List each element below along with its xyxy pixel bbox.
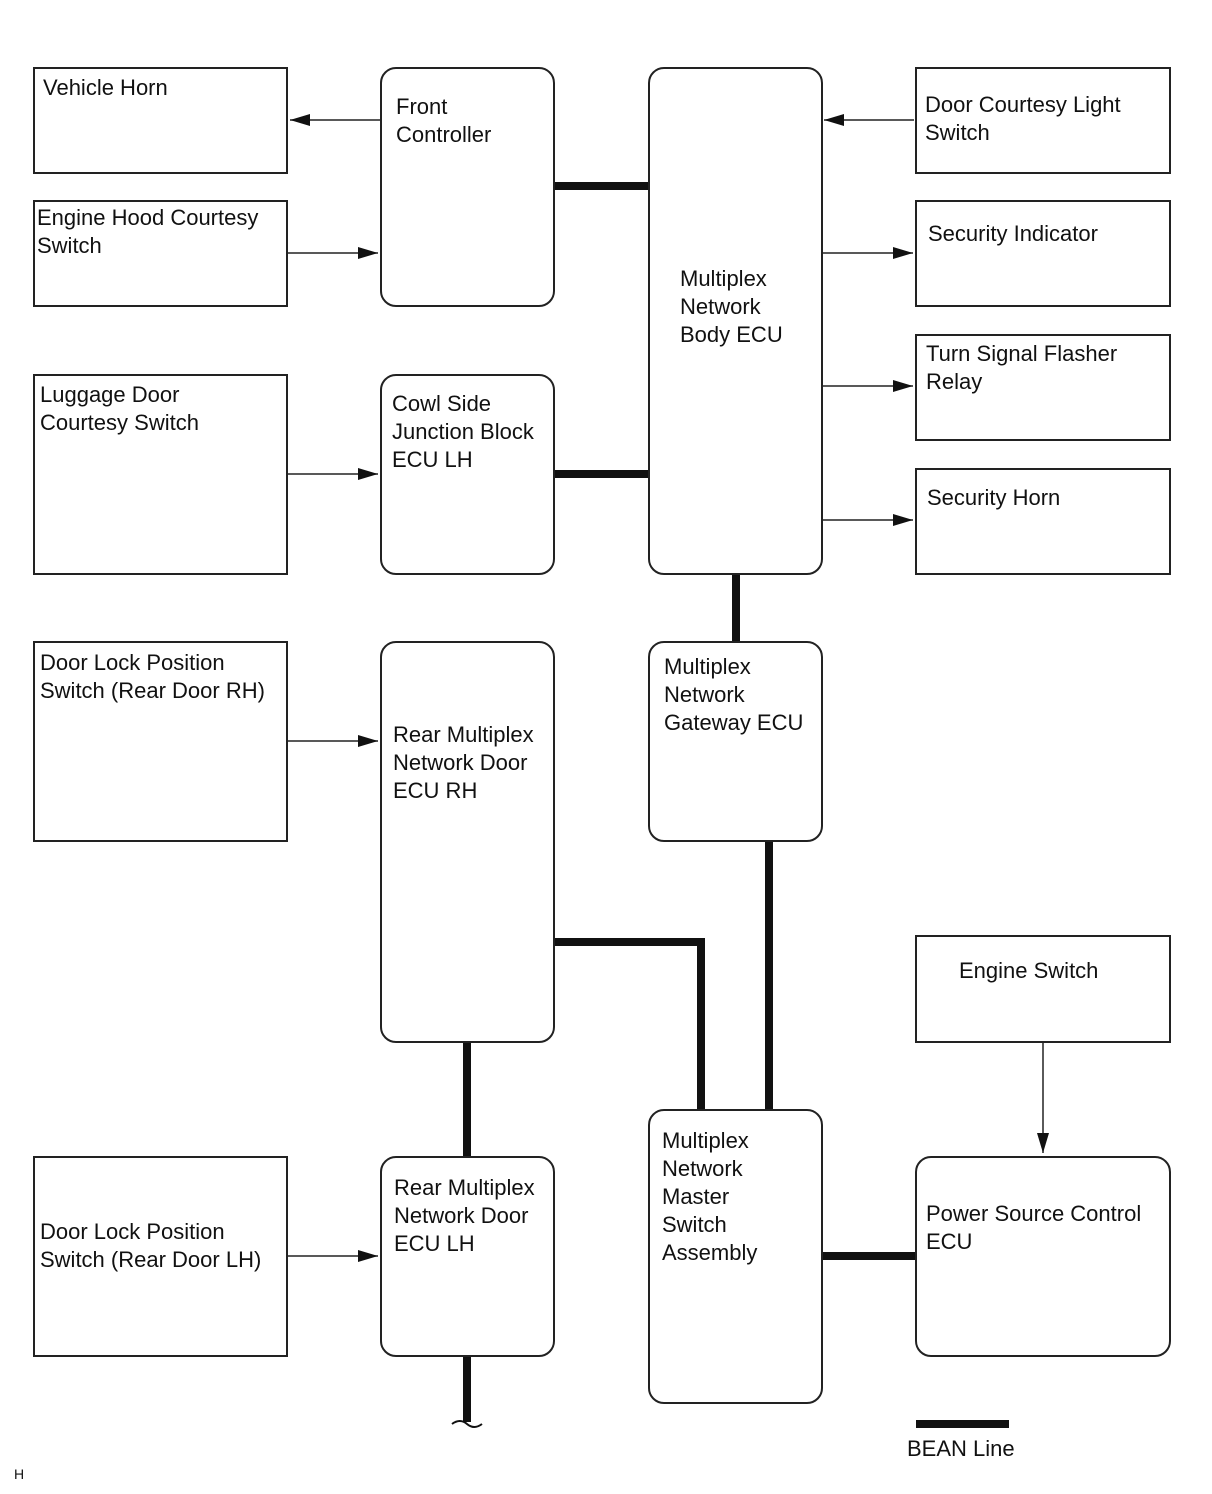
security-indicator-box: Security Indicator [915,200,1171,307]
body-ecu-label: Multiplex Network Body ECU [680,266,783,347]
rear-door-ecu-lh-box: Rear Multiplex Network Door ECU LH [380,1156,555,1357]
front-controller-box: Front Controller [380,67,555,307]
bean-rear-rh-master [555,938,705,1109]
rear-door-ecu-rh-box: Rear Multiplex Network Door ECU RH [380,641,555,1043]
door-lock-rear-rh-box: Door Lock Position Switch (Rear Door RH) [33,641,288,842]
power-source-control-ecu-label: Power Source Control ECU [926,1201,1142,1254]
security-indicator-label: Security Indicator [928,221,1098,246]
body-ecu-box: Multiplex Network Body ECU [648,67,823,575]
security-horn-label: Security Horn [927,485,1061,510]
engine-switch-label: Engine Switch [959,958,1099,983]
gateway-ecu-box: Multiplex Network Gateway ECU [648,641,823,842]
legend-bean-line-label: BEAN Line [907,1436,1015,1461]
door-courtesy-light-switch-label: Door Courtesy Light Switch [925,92,1121,145]
luggage-door-courtesy-switch-box: Luggage Door Courtesy Switch [33,374,288,575]
luggage-door-courtesy-switch-label: Luggage Door Courtesy Switch [40,382,199,435]
figure-code: H [14,1466,25,1482]
master-switch-label: Multiplex Network Master Switch Assembly [662,1128,758,1265]
wire-break-mark [451,1420,483,1428]
rear-door-ecu-lh-label: Rear Multiplex Network Door ECU LH [394,1175,535,1256]
rear-door-ecu-rh-label: Rear Multiplex Network Door ECU RH [393,722,534,803]
door-courtesy-light-switch-box: Door Courtesy Light Switch [915,67,1171,174]
security-horn-box: Security Horn [915,468,1171,575]
cowl-side-junction-block-box: Cowl Side Junction Block ECU LH [380,374,555,575]
door-lock-rear-rh-label: Door Lock Position Switch (Rear Door RH) [40,650,265,703]
door-lock-rear-lh-box: Door Lock Position Switch (Rear Door LH) [33,1156,288,1357]
master-switch-box: Multiplex Network Master Switch Assembly [648,1109,823,1404]
gateway-ecu-label: Multiplex Network Gateway ECU [664,654,804,735]
power-source-control-ecu-box: Power Source Control ECU [915,1156,1171,1357]
vehicle-horn-box: Vehicle Horn [33,67,288,174]
turn-signal-flasher-relay-label: Turn Signal Flasher Relay [926,341,1118,394]
cowl-side-junction-block-label: Cowl Side Junction Block ECU LH [392,391,534,472]
vehicle-horn-label: Vehicle Horn [43,75,168,100]
front-controller-label: Front Controller [396,94,492,147]
engine-hood-courtesy-switch-label: Engine Hood Courtesy Switch [37,205,259,258]
turn-signal-flasher-relay-box: Turn Signal Flasher Relay [915,334,1171,441]
engine-hood-courtesy-switch-box: Engine Hood Courtesy Switch [33,200,288,307]
engine-switch-box: Engine Switch [915,935,1171,1043]
door-lock-rear-lh-label: Door Lock Position Switch (Rear Door LH) [40,1219,262,1272]
